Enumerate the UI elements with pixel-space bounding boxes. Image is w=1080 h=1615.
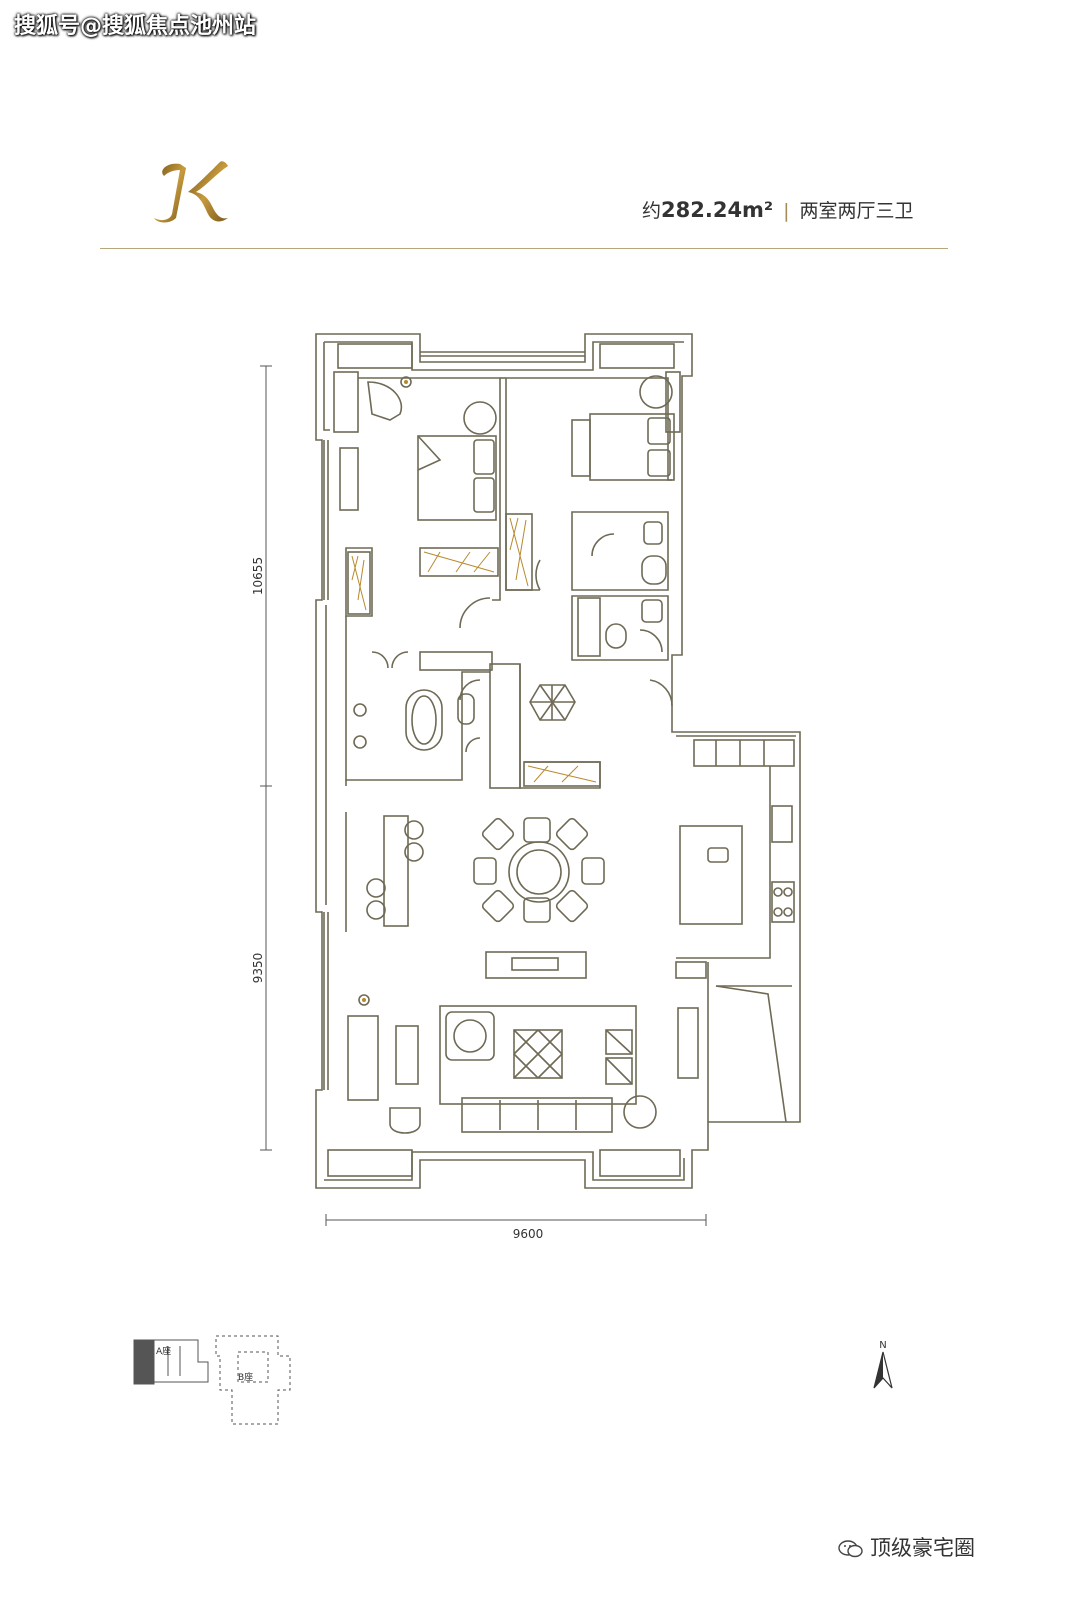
bar-counter (383, 815, 409, 927)
key-building-a: A座 (156, 1345, 171, 1357)
key-building-b: B座 (238, 1371, 253, 1383)
watermark: 搜狐号@搜狐焦点池州站 (14, 14, 257, 39)
kitchen-island (679, 825, 743, 925)
closet-3 (419, 547, 499, 577)
toilet-master (457, 693, 475, 725)
kitchen-counter-top (693, 739, 795, 767)
dim-lower-height: 9350 (251, 953, 265, 984)
area-separator: | (783, 200, 790, 222)
bed-2 (589, 413, 675, 481)
footer-account: 顶级豪宅圈 (838, 1532, 975, 1562)
bay-window-ne (599, 343, 675, 369)
header-rule (100, 248, 948, 249)
north-label: N (879, 1340, 886, 1351)
floor-plan: 10655 9350 9600 (251, 333, 801, 1241)
closet-2 (505, 513, 533, 591)
master-bed (417, 435, 497, 521)
dim-upper-height: 10655 (251, 557, 265, 595)
bay-window-sw (327, 1149, 413, 1177)
closet-1 (347, 551, 371, 615)
area-prefix: 约 (642, 200, 662, 222)
area-info: 约282.24m² | 两室两厅三卫 (642, 196, 914, 223)
k-logo: K (154, 161, 228, 223)
sofa (461, 1097, 613, 1133)
bay-window-se (599, 1149, 681, 1177)
bathtub (405, 689, 443, 751)
outer-wall (315, 333, 801, 1189)
room-layout: 两室两厅三卫 (799, 200, 914, 222)
area-value: 282.24m² (661, 198, 774, 222)
footer-account-name: 顶级豪宅圈 (870, 1536, 975, 1560)
sideboard (485, 951, 587, 979)
north-arrow: N (873, 1340, 893, 1389)
dining-table (508, 841, 570, 903)
key-plan: A座 B座 (133, 1335, 291, 1425)
dim-width: 9600 (513, 1227, 544, 1241)
wechat-icon (838, 1540, 863, 1558)
bay-window-nw (337, 343, 413, 369)
